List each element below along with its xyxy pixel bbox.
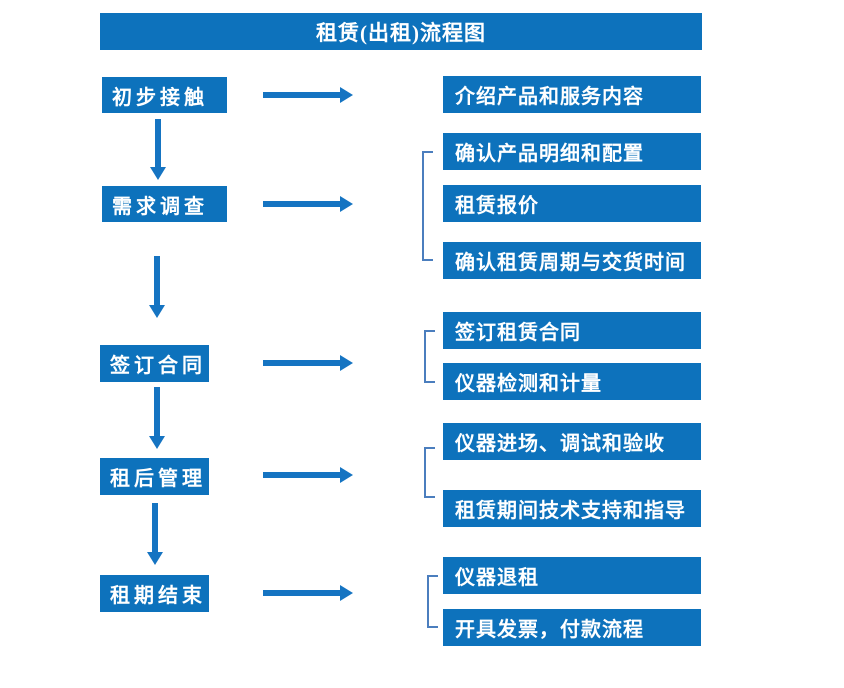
arrow-shaft — [263, 472, 340, 478]
detail-box-instrument-setup: 仪器进场、调试和验收 — [443, 423, 701, 460]
bracket-post-rental-details — [424, 447, 435, 498]
arrow-shaft — [263, 360, 340, 366]
arrow-right-post-rental — [263, 467, 353, 483]
arrow-head-icon — [340, 585, 353, 601]
arrow-head-icon — [150, 167, 166, 180]
step-box-lease-end: 租期结束 — [100, 575, 209, 612]
arrow-shaft — [155, 119, 161, 168]
detail-box-instrument-inspection: 仪器检测和计量 — [443, 363, 701, 400]
flowchart-title: 租赁(出租)流程图 — [100, 13, 702, 50]
arrow-right-lease-end — [263, 585, 353, 601]
step-box-post-rental-management: 租后管理 — [100, 458, 209, 495]
detail-box-confirm-period-delivery: 确认租赁周期与交货时间 — [443, 242, 701, 279]
arrow-down-step3-step4 — [149, 387, 165, 449]
arrow-down-step4-step5 — [147, 503, 163, 565]
arrow-shaft — [154, 256, 160, 306]
arrow-right-sign-contract — [263, 355, 353, 371]
bracket-sign-contract-details — [424, 330, 435, 383]
arrow-head-icon — [147, 552, 163, 565]
arrow-right-needs-survey — [263, 196, 353, 212]
arrow-down-step2-step3 — [149, 256, 165, 318]
arrow-head-icon — [340, 87, 353, 103]
arrow-head-icon — [149, 436, 165, 449]
arrow-head-icon — [340, 467, 353, 483]
arrow-shaft — [152, 503, 158, 553]
arrow-head-icon — [340, 355, 353, 371]
arrow-shaft — [263, 201, 340, 207]
detail-box-technical-support: 租赁期间技术支持和指导 — [443, 490, 701, 527]
detail-box-introduce-products: 介绍产品和服务内容 — [443, 76, 701, 113]
arrow-head-icon — [340, 196, 353, 212]
arrow-head-icon — [149, 305, 165, 318]
step-box-needs-survey: 需求调查 — [102, 186, 227, 222]
step-box-sign-contract: 签订合同 — [100, 345, 209, 382]
detail-box-rental-quotation: 租赁报价 — [443, 185, 701, 222]
arrow-down-step1-step2 — [150, 119, 166, 180]
arrow-shaft — [263, 92, 340, 98]
detail-box-sign-rental-contract: 签订租赁合同 — [443, 312, 701, 349]
detail-box-confirm-product-config: 确认产品明细和配置 — [443, 133, 701, 170]
detail-box-invoice-payment: 开具发票，付款流程 — [443, 609, 701, 646]
arrow-shaft — [154, 387, 160, 437]
arrow-shaft — [263, 590, 340, 596]
bracket-needs-survey-details — [422, 151, 433, 261]
detail-box-instrument-return: 仪器退租 — [443, 557, 701, 594]
bracket-lease-end-details — [427, 575, 438, 628]
arrow-right-initial-contact — [263, 87, 353, 103]
step-box-initial-contact: 初步接触 — [102, 77, 227, 113]
